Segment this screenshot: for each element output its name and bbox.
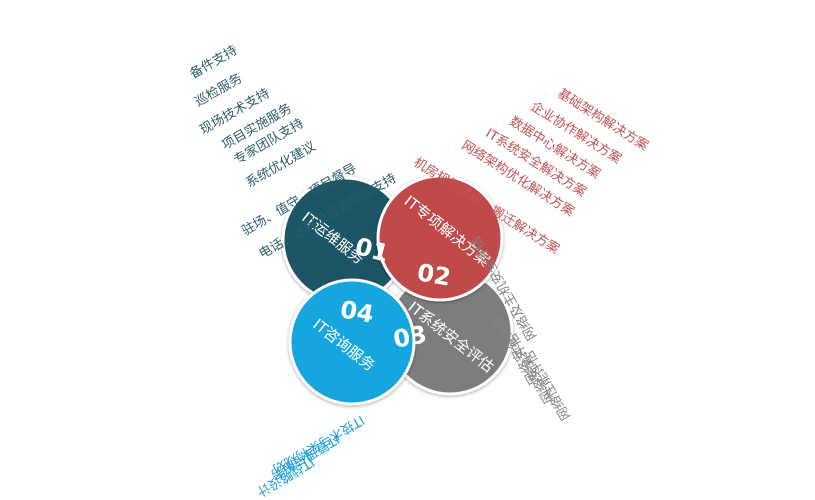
circle-solutions-number: 02 [415,258,453,291]
circle-security-number: 03 [391,320,429,353]
circle-solutions [376,174,504,302]
circle-consulting-number: 04 [338,295,376,328]
circle-consulting [288,278,416,406]
